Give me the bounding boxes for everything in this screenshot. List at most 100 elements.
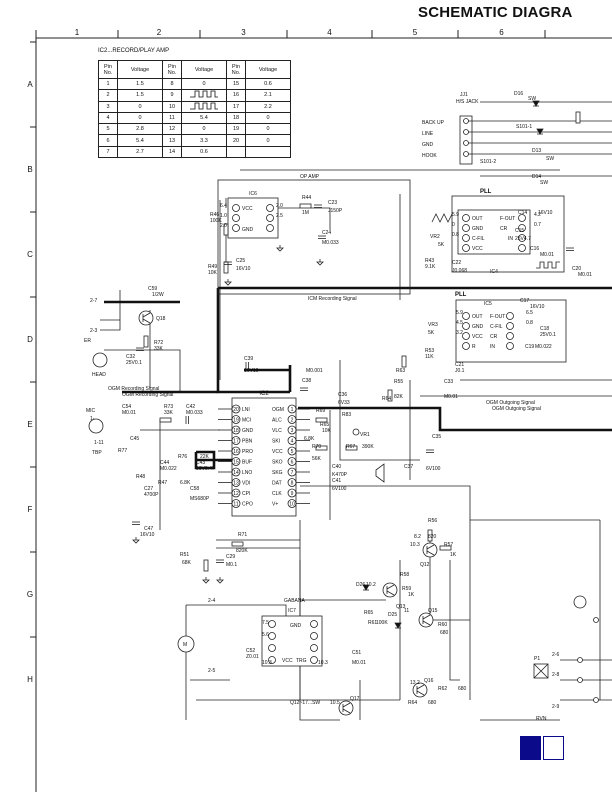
q16-transistor [416,690,425,696]
component-label: 680 [458,686,467,692]
ic2-pin-number: 20 [233,407,239,413]
ogm-buffer-path [194,450,216,470]
pin-voltage: 6.5 [526,310,533,316]
resistor [231,541,244,547]
component-label: 680 [440,630,449,636]
ic2-pin-label: LNO [242,470,252,476]
pin-voltage: 4.5 [456,320,463,326]
component-label: M0.01 [540,252,554,258]
ic2-pin-label: SKO [272,460,283,466]
ic2-pin [287,425,297,435]
ic6-pin [232,224,240,232]
component-label: R73 [164,404,173,410]
ic2-pin-number: 19 [233,417,239,423]
ic2-pin-label: VCC [272,449,283,455]
ogm-outgoing-signal-label: OGM Outgoing Signal [492,406,541,412]
icm-recording-signal-label: ICM Recording Signal [308,296,357,302]
icm-recording-path [216,288,290,394]
component-label: R83 [342,412,351,418]
ic4-pin [518,214,526,222]
component-label: C52 [246,648,255,654]
component-label: C38 [302,378,311,384]
component-label: 11K [425,354,434,360]
component-label: D14 [532,174,541,180]
component-label: C43 [196,460,205,466]
component-label: 25V0.1 [126,360,142,366]
resistor [315,445,328,451]
resistor [387,389,393,402]
ic4-pin-label: F-OUT [500,216,515,222]
ogm-recording-signal-label: OGM Recording Signal [122,392,173,398]
ground-symbol [316,261,324,266]
nav-next-page-button[interactable] [543,736,564,760]
ic2-pin-number: 10 [289,501,295,507]
component-label: C40 [332,464,341,470]
q16-transistor [412,682,428,698]
ic7-pin [268,632,276,640]
r54-resistor [575,111,581,124]
ic2-pin-number: 1 [291,407,294,413]
wire [186,604,287,620]
resistor [203,559,209,572]
ic7-pin-label: VCC [282,658,293,664]
jack-body [459,115,473,165]
motor-label: M [183,642,187,648]
component-label: Q15 [428,608,438,614]
component-label: R62 [438,686,447,692]
ic2-pin-label: GND [242,428,254,434]
ic2-pin-number: 12 [233,491,239,497]
component-label: 6V33 [338,400,350,406]
component-label: M0.022 [160,466,177,472]
grid-row-label: H [27,675,33,684]
resistor [299,203,312,209]
component-label: 1K [450,552,457,558]
component-label: C19 [525,344,534,350]
ic5-pin-label: IN [490,344,495,350]
ic5-pin [462,312,470,320]
component-label: R47 [158,480,167,486]
component-label: C17 [520,298,529,304]
ic4-pin [462,244,470,252]
component-label: Q18 [156,316,166,322]
voltage-cell: 0 [245,111,291,125]
component-label: 4700P [144,492,159,498]
component-label: C47 [144,526,153,532]
component-label: R63 [396,368,405,374]
ic5-name: IC5 [484,301,492,307]
ic2-pin-number: 17 [233,438,239,444]
grid-row-label: D [27,335,33,344]
ic2-pin [287,446,297,456]
d26-diode [362,584,370,591]
q18-transistor [142,318,151,324]
component-label: 5K [428,330,435,336]
component-label: C44 [160,460,169,466]
component-label: VR1 [360,432,370,438]
ic4-pin [518,224,526,232]
component-label: J0.068 [452,268,467,274]
component-label: R65 [320,422,329,428]
ic4-pin-label: CR [500,226,508,232]
jack-line-label: BACK UP [422,120,445,126]
terminal [593,617,599,623]
jack-subtitle: H/S JACK [456,99,479,105]
resistor [315,417,328,423]
nav-previous-page-button[interactable] [520,736,541,760]
component-label: VR2 [430,234,440,240]
component-label: C23 [328,200,337,206]
ic6-pin [266,204,274,212]
ic5-pin [462,332,470,340]
ic5-pin-label: VCC [472,334,483,340]
component-label: C14 [518,210,527,216]
q13-transistor [382,582,398,598]
wire [300,485,471,520]
component-label: C42 [186,404,195,410]
ic2-chip [231,397,297,517]
ic5-pin-label: OUT [472,314,483,320]
resistor [427,529,433,542]
component-label: R59 [402,586,411,592]
ic2-pin [287,436,297,445]
transistor [573,595,587,609]
component-label: R72 [154,340,163,346]
pll-block-border [451,195,565,273]
grid-column-label: 2 [157,28,162,37]
